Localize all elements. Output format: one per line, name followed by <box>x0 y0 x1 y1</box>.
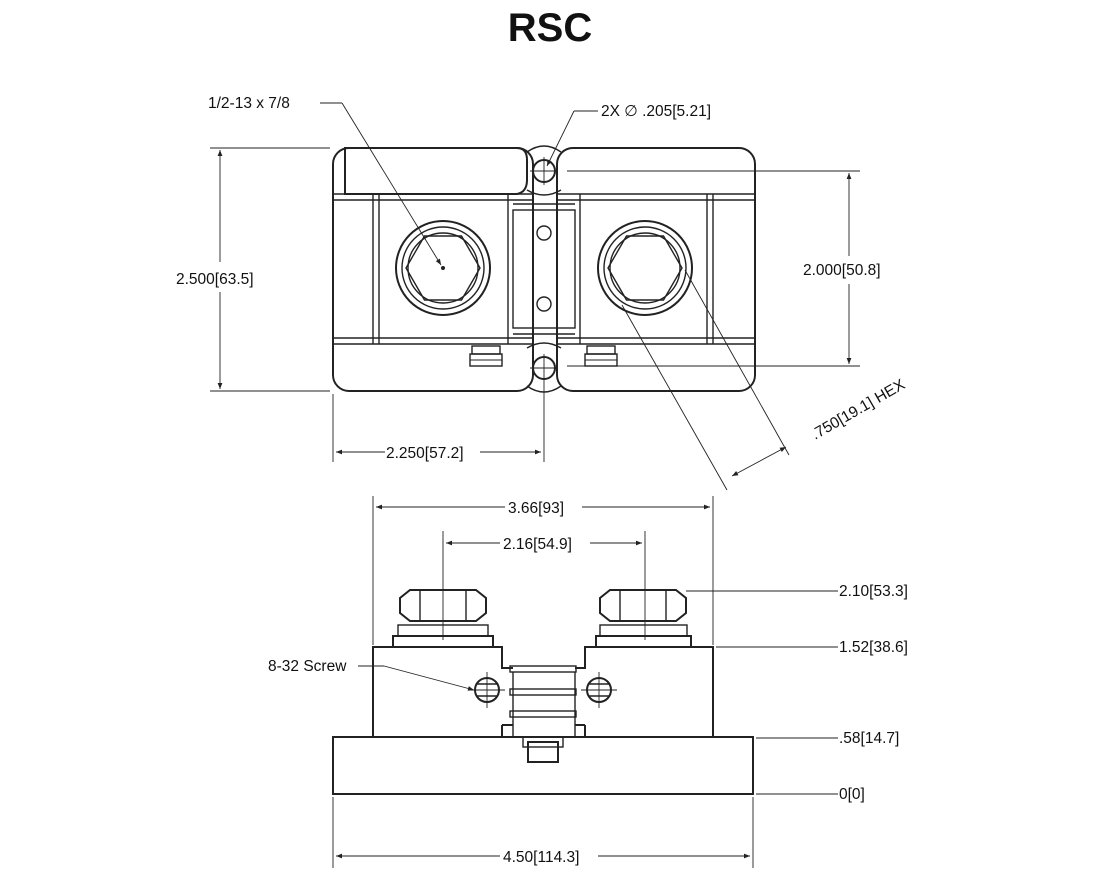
base-plate <box>332 736 754 795</box>
right-block <box>575 646 714 737</box>
side-view: 3.66[93] 2.16[54.9] 2.10[53.3] 1.52[38.6… <box>268 496 908 868</box>
dim-stud-spacing-vertical: 2.000[50.8] <box>803 262 881 279</box>
center-bridge <box>512 209 576 329</box>
dim-height-base: .58[14.7] <box>839 730 899 747</box>
set-screw-right <box>584 345 618 367</box>
left-block <box>372 646 513 737</box>
left-terminal-body <box>332 147 534 392</box>
dim-base-length: 4.50[114.3] <box>503 849 579 866</box>
hex-callout: .750[19.1] HEX <box>809 376 909 444</box>
side-screw-right <box>581 672 617 708</box>
set-screw-left <box>469 345 503 367</box>
drawing-title: RSC <box>507 6 593 50</box>
screw-callout: 8-32 Screw <box>268 658 347 675</box>
dim-height-top: 2.10[53.3] <box>839 583 908 600</box>
nut-right <box>595 589 692 648</box>
dim-overall-width: 3.66[93] <box>508 500 564 517</box>
dim-hole-offset: 2.250[57.2] <box>386 445 464 462</box>
bridge-hole-lower <box>536 296 552 312</box>
right-terminal-body <box>556 147 756 392</box>
top-view: 2.500[63.5] 2.000[50.8] 2.250[57.2] 1/2-… <box>176 95 909 491</box>
thread-callout: 1/2-13 x 7/8 <box>208 95 290 112</box>
dim-height-zero: 0[0] <box>839 786 865 803</box>
right-stud <box>597 220 693 316</box>
center-stack <box>509 665 577 763</box>
bridge-hole-upper <box>536 225 552 241</box>
left-stud <box>395 220 491 316</box>
side-screw-left <box>469 672 505 708</box>
dim-height-block: 1.52[38.6] <box>839 639 908 656</box>
top-view-outline <box>344 147 528 195</box>
dim-height: 2.500[63.5] <box>176 271 254 288</box>
dim-stud-spacing: 2.16[54.9] <box>503 536 572 553</box>
mounting-hole-top <box>526 145 562 196</box>
hole-callout: 2X ∅ .205[5.21] <box>601 103 711 120</box>
